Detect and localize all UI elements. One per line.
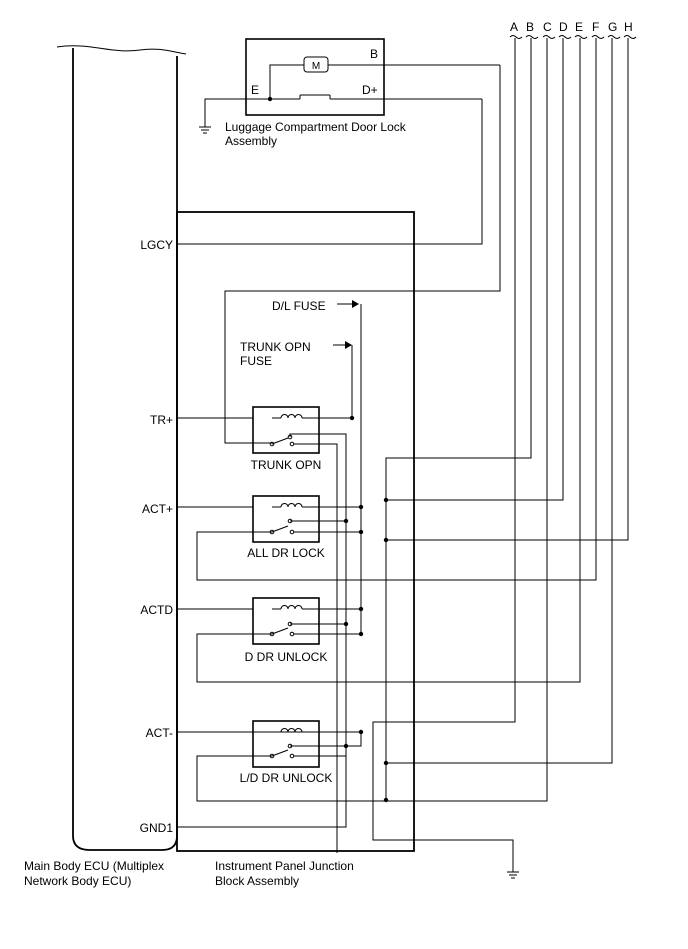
lock-assembly: B E D+ M Luggage Compartment Door Lock A…	[199, 38, 500, 148]
relay-label-ld-dr-unlock: L/D DR UNLOCK	[240, 771, 333, 785]
wire-c	[196, 38, 548, 802]
relay-all-dr-lock: ALL DR LOCK	[247, 495, 325, 560]
wire-d	[386, 38, 564, 501]
column-label-h: H	[624, 20, 633, 34]
wire-b	[385, 38, 532, 800]
terminal-label-b: B	[370, 47, 378, 61]
junction-dots	[343, 415, 389, 803]
junction-block-caption-line2: Block Assembly	[215, 874, 299, 888]
motor-label: M	[312, 61, 320, 72]
pin-label-gnd1: GND1	[140, 821, 174, 835]
ecu-caption-line2: Network Body ECU)	[24, 874, 131, 888]
pin-label-tr-plus: TR+	[150, 413, 173, 427]
column-break-marks	[509, 35, 637, 39]
wire-g	[386, 38, 613, 764]
pin-label-lgcy: LGCY	[140, 238, 173, 252]
relay-d-dr-unlock: D DR UNLOCK	[245, 597, 328, 664]
fuse-label-trunk-line2: FUSE	[240, 354, 272, 368]
relay-label-d-dr-unlock: D DR UNLOCK	[245, 650, 328, 664]
wire-a	[372, 38, 516, 872]
coil-all-dr-lock	[280, 503, 303, 508]
wire-gnd1	[177, 433, 347, 828]
lock-assembly-caption-line2: Assembly	[225, 134, 277, 148]
fuse-label-trunk-line1: TRUNK OPN	[240, 340, 311, 354]
ground-icon-lock	[199, 126, 211, 134]
relay-ld-dr-unlock: L/D DR UNLOCK	[240, 720, 333, 785]
column-label-d: D	[559, 20, 568, 34]
column-label-c: C	[543, 20, 552, 34]
lock-switch	[299, 94, 331, 99]
relay-trunk-opn: TRUNK OPN	[251, 406, 322, 472]
fuse-label-dl: D/L FUSE	[272, 299, 326, 313]
pin-label-act-minus: ACT-	[146, 726, 173, 740]
main-body-ecu: Main Body ECU (Multiplex Network Body EC…	[24, 45, 187, 888]
ecu-caption-line1: Main Body ECU (Multiplex	[24, 859, 164, 873]
junction-block-caption-line1: Instrument Panel Junction	[215, 859, 354, 873]
column-label-e: E	[575, 20, 583, 34]
pin-label-actd: ACTD	[140, 603, 173, 617]
lock-assembly-caption-line1: Luggage Compartment Door Lock	[225, 120, 407, 134]
ecu-break-line	[56, 45, 187, 55]
ground-icon-external	[507, 871, 519, 879]
wire-lock-b	[224, 65, 501, 444]
motor-symbol	[303, 56, 329, 73]
wire-h	[386, 38, 629, 541]
terminal-label-e: E	[251, 83, 259, 97]
junction-block-outline	[176, 211, 415, 852]
column-label-g: G	[608, 20, 617, 34]
wire-e	[196, 38, 581, 683]
column-labels: A B C D E F G H	[510, 20, 633, 34]
coil-d-dr-unlock	[280, 605, 303, 610]
coil-trunk-opn	[280, 414, 303, 419]
relay-label-trunk-opn: TRUNK OPN	[251, 458, 322, 472]
lock-assembly-outline	[245, 38, 385, 116]
column-label-b: B	[526, 20, 534, 34]
column-wires	[196, 38, 629, 872]
coil-ld-dr-unlock	[280, 728, 303, 733]
pin-label-act-plus: ACT+	[142, 502, 173, 516]
wire-lgcy	[177, 99, 483, 245]
junction-block: Instrument Panel Junction Block Assembly…	[176, 65, 501, 888]
wire-f	[196, 38, 597, 581]
terminal-label-d-plus: D+	[362, 83, 378, 97]
relay-label-all-dr-lock: ALL DR LOCK	[247, 546, 325, 560]
column-label-a: A	[510, 20, 518, 34]
column-label-f: F	[592, 20, 599, 34]
